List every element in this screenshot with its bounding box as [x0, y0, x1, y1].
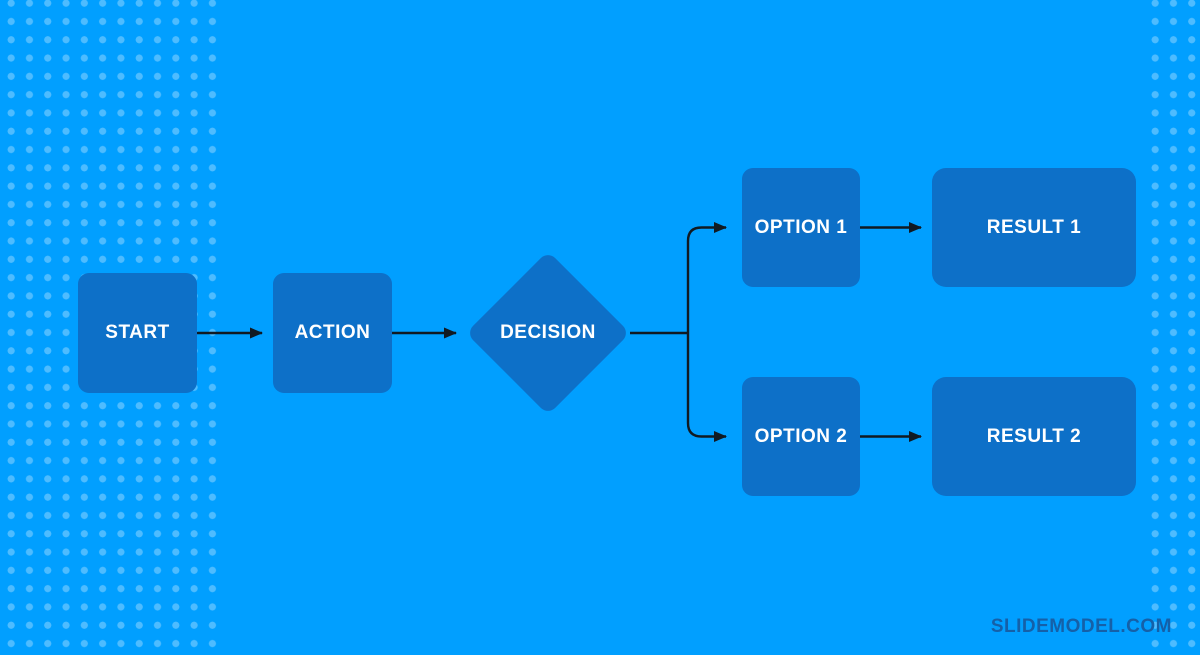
watermark-text: SLIDEMODEL.COM [990, 616, 1172, 637]
node-label-option2: OPTION 2 [754, 425, 848, 447]
arrow-decision-option2 [686, 333, 727, 442]
node-label-action: ACTION [294, 322, 371, 343]
flowchart-node-option2: OPTION 2 [742, 377, 860, 496]
flowchart-node-result1: RESULT 1 [932, 168, 1136, 287]
node-label-result1: RESULT 1 [986, 216, 1082, 238]
flowchart-node-action: ACTION [273, 273, 392, 393]
node-label-decision: DECISION [500, 322, 596, 343]
node-label-start: START [105, 322, 170, 343]
node-label-option1: OPTION 1 [754, 216, 848, 238]
flowchart-node-option1: OPTION 1 [742, 168, 860, 287]
flowchart-node-start: START [78, 273, 197, 393]
node-label-result2: RESULT 2 [986, 425, 1082, 447]
dot-pattern-right [1146, 0, 1200, 655]
arrow-decision-option1 [686, 222, 727, 333]
flowchart-node-result2: RESULT 2 [932, 377, 1136, 496]
